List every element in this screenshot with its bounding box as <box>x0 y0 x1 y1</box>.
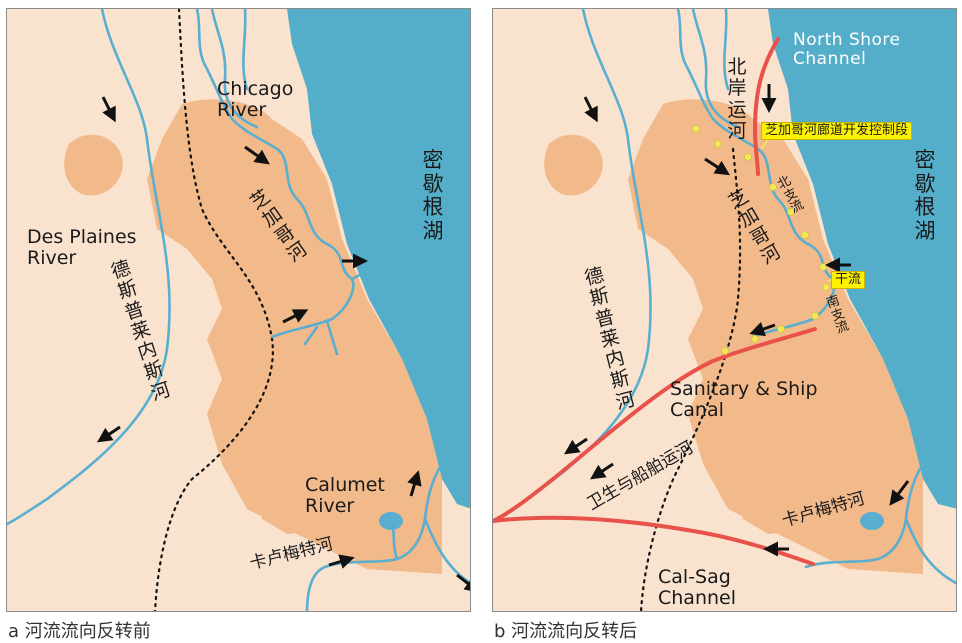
arrow-des-plaines-north <box>101 96 116 123</box>
county-boundary <box>154 9 274 611</box>
label-des-plaines-en: Des Plaines River <box>27 226 137 269</box>
arrow-des-plaines-south <box>564 437 588 455</box>
arrow-calumet <box>889 480 910 506</box>
label-corridor-segment: 芝加哥河廊道开发控制段 <box>761 122 913 141</box>
caption-after: b 河流流向反转后 <box>494 621 638 642</box>
urban-area-south <box>257 479 337 534</box>
arrow-des-plaines-north <box>583 96 598 123</box>
urban-area-west <box>64 134 123 196</box>
urban-area <box>628 99 923 574</box>
urban-area <box>147 99 442 574</box>
map-panel-before: Chicago River 密歇根湖 Des Plaines River 德斯普… <box>6 8 471 612</box>
lake-michigan <box>287 9 470 509</box>
label-north-shore-en: North Shore Channel <box>793 30 901 69</box>
label-lake-michigan: 密歇根湖 <box>422 148 444 243</box>
urban-area-west <box>544 134 603 196</box>
cal-sag-channel <box>493 515 815 566</box>
lake-calumet <box>860 512 884 530</box>
north-shore-channel <box>753 37 780 176</box>
label-main-stem: 干流 <box>831 271 866 290</box>
rivers-before <box>7 9 470 611</box>
arrow-calumet <box>407 470 422 497</box>
label-chicago-river: Chicago River <box>217 78 294 121</box>
arrow-chicago-south <box>282 309 309 324</box>
lake-calumet <box>379 512 403 530</box>
label-cal-sag: Cal-Sag Channel <box>658 566 737 609</box>
map-panel-after: North Shore Channel 北岸运河 密歇根湖 芝加哥河廊道开发控制… <box>492 8 957 612</box>
arrow-chicago-south <box>749 321 776 337</box>
sanitary-ship-canal <box>493 327 817 523</box>
label-lake-michigan: 密歇根湖 <box>914 148 936 243</box>
label-north-shore-cn: 北岸运河 <box>727 56 747 142</box>
map-after-graphic <box>493 9 956 611</box>
arrow-des-plaines-south <box>97 425 121 443</box>
arrow-chicago-north <box>244 145 270 165</box>
arrow-grand-calumet <box>456 573 470 593</box>
canals <box>493 37 817 566</box>
label-calumet-en: Calumet River <box>305 474 385 517</box>
arrow-sanitary-canal <box>590 462 614 480</box>
flow-arrows-before <box>97 96 470 593</box>
caption-before: a 河流流向反转前 <box>8 621 151 642</box>
map-before-graphic <box>7 9 470 611</box>
label-sanitary-en: Sanitary & Ship Canal <box>670 378 818 421</box>
flow-arrows-after <box>564 84 910 557</box>
urban-area-south <box>738 479 818 534</box>
county-boundary <box>640 147 742 611</box>
arrow-little-calumet <box>328 554 355 569</box>
arrow-chicago-north <box>704 157 731 176</box>
